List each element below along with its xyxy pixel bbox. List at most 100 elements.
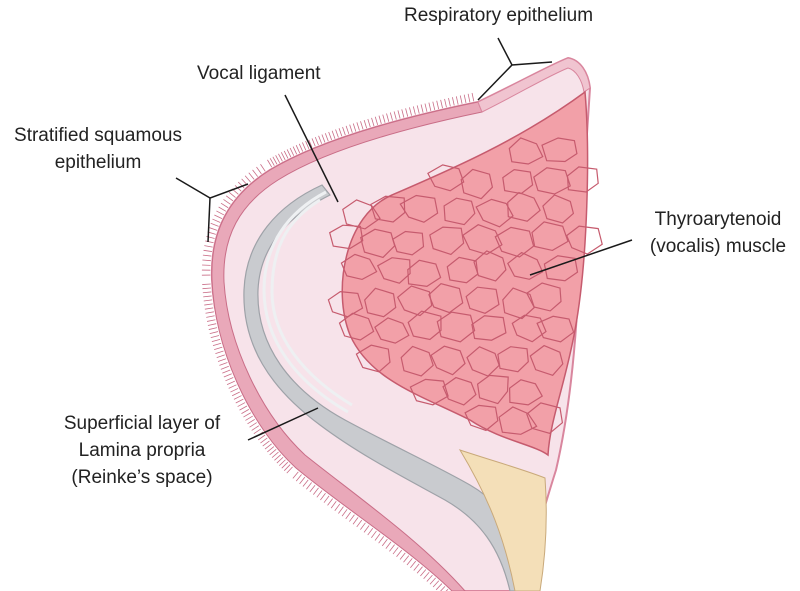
epithelium-cell-tick	[334, 503, 341, 512]
muscle-fiber-cell	[526, 402, 564, 434]
epithelium-cell-tick	[399, 552, 406, 560]
leader-superficial-layer	[247, 407, 319, 441]
epithelium-cell-tick	[289, 147, 295, 156]
epithelium-cell-tick	[323, 495, 330, 503]
muscle-fiber-cell	[409, 378, 449, 406]
leader-vocal-ligament	[284, 94, 339, 203]
epithelium-cell-tick	[247, 419, 255, 425]
epithelium-cell-tick	[256, 166, 262, 175]
epithelium-cell-tick	[321, 134, 326, 143]
epithelium-cell-tick	[424, 103, 428, 112]
epithelium-cell-tick	[220, 365, 229, 370]
epithelium-cell-tick	[426, 574, 433, 582]
muscle-fiber-cell	[526, 282, 562, 312]
muscle-fiber-cell	[507, 191, 541, 222]
epithelium-cell-tick	[403, 555, 410, 563]
epithelium-cell-tick	[235, 398, 244, 404]
epithelium-cell-tick	[208, 227, 218, 231]
muscle-fiber-cell	[462, 224, 503, 256]
epithelium-cell-tick	[327, 498, 333, 506]
label-superficial-lamina-propria: Superficial layer of Lamina propria (Rei…	[46, 410, 238, 491]
epithelium-cell-tick	[271, 451, 279, 458]
muscle-fiber-cell	[392, 230, 425, 256]
epithelium-cell-tick	[371, 530, 377, 539]
epithelium-cell-tick	[440, 99, 443, 109]
epithelium-cell-tick	[286, 466, 293, 474]
epithelium-cell-tick	[286, 149, 292, 158]
muscle-fiber-cell	[471, 315, 507, 341]
epithelium-cell-tick	[264, 443, 272, 450]
epithelium-cell-tick	[206, 319, 216, 322]
epithelium-cell-tick	[432, 101, 436, 111]
epithelium-cell-tick	[260, 164, 266, 172]
epithelium-cell-tick	[352, 123, 357, 132]
epithelium-cell-tick	[222, 369, 231, 374]
muscle-fiber-cell	[436, 311, 476, 343]
stratified-line-2: epithelium	[54, 152, 142, 173]
epithelium-cell-tick	[389, 544, 395, 552]
superficial-line-1: Superficial layer of	[63, 413, 221, 434]
muscle-fiber-cell	[511, 314, 547, 343]
epithelium-cell-tick	[341, 509, 348, 517]
epithelium-cell-tick	[309, 484, 316, 493]
epithelium-cell-tick	[245, 415, 253, 421]
epithelium-cell-tick	[435, 583, 443, 591]
epithelium-cell-tick	[230, 388, 239, 393]
leader-stratified-stem	[175, 177, 211, 199]
muscle-fiber-cell	[497, 346, 529, 373]
muscle-fiber-cell	[541, 137, 578, 163]
epithelium-cell-tick	[397, 110, 401, 119]
muscle-fiber-cell	[429, 226, 465, 256]
epithelium-cell-tick	[330, 501, 337, 509]
muscle-fiber-cell	[443, 197, 476, 226]
epithelium-cell-tick	[412, 106, 416, 115]
epithelium-cell-tick	[248, 172, 255, 180]
epithelium-cell-tick	[389, 112, 393, 121]
epithelium-cell-tick	[367, 118, 371, 128]
muscle-fiber-cell	[400, 345, 434, 377]
epithelium-cell-tick	[455, 96, 459, 105]
epithelium-cell-tick	[233, 395, 242, 400]
epithelium-cell-tick	[202, 287, 211, 290]
epithelium-cell-tick	[283, 464, 291, 471]
epithelium-cell-tick	[204, 303, 213, 306]
epithelium-cell-tick	[445, 588, 449, 591]
epithelium-cell-tick	[463, 94, 467, 104]
epithelium-cell-tick	[374, 533, 381, 541]
muscle-fiber-cell	[566, 166, 599, 193]
epithelium-cell-tick	[471, 92, 475, 102]
epithelium-cell-tick	[302, 479, 309, 487]
epithelium-cell-tick	[363, 119, 368, 129]
muscle-fiber-cell	[442, 376, 477, 406]
epithelium-cell-tick	[244, 175, 251, 183]
epithelium-cell-tick	[436, 100, 440, 110]
muscle-fiber-cell	[507, 251, 544, 280]
epithelium-cell-tick	[276, 456, 284, 464]
epithelium-cell-tick	[260, 437, 268, 444]
epithelium-cell-tick	[295, 474, 302, 482]
epithelium-cell-tick	[274, 454, 282, 461]
epithelium-cell-tick	[401, 109, 405, 118]
epithelium-cell-tick	[452, 97, 455, 106]
epithelium-cell-tick	[203, 295, 212, 298]
epithelium-cell-tick	[210, 222, 219, 227]
epithelium-cell-tick	[360, 121, 364, 130]
muscle-fiber-cell	[475, 198, 514, 228]
thyroarytenoid-line-2: (vocalis) muscle	[649, 236, 787, 257]
muscle-fiber-cell	[427, 164, 465, 192]
muscle-fiber-cell	[464, 404, 499, 432]
epithelium-cell-tick	[267, 446, 275, 453]
label-stratified-squamous-epithelium: Stratified squamous epithelium	[0, 122, 196, 176]
muscle-fiber-cell	[446, 256, 479, 284]
muscle-fiber-cell	[508, 137, 544, 165]
muscle-fiber-cell	[407, 259, 442, 288]
label-thyroarytenoid-muscle: Thyroarytenoid (vocalis) muscle	[636, 206, 800, 260]
epithelium-cell-tick	[243, 412, 251, 418]
epithelium-cell-tick	[202, 254, 212, 257]
vocal-ligament-fibers	[262, 190, 353, 414]
epithelium-cell-tick	[225, 377, 234, 382]
epithelium-cell-tick	[306, 482, 312, 490]
epithelium-cell-tick	[308, 139, 313, 148]
epithelium-cell-tick	[262, 440, 270, 447]
epithelium-cell-tick	[278, 153, 283, 162]
